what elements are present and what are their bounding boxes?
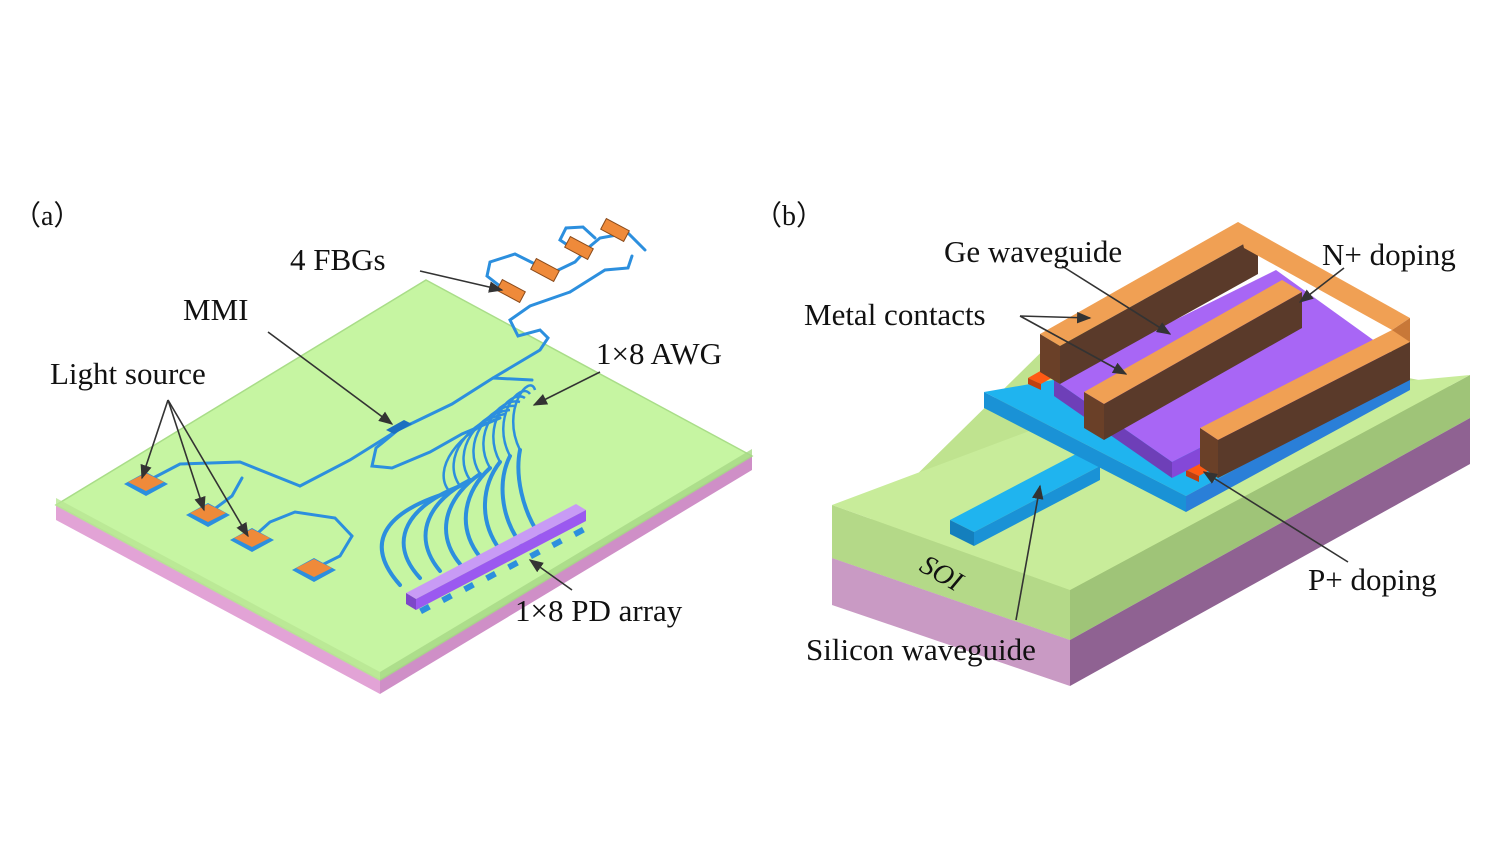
label-ge-waveguide: Ge waveguide	[944, 234, 1122, 269]
awg-waveguides	[442, 384, 537, 493]
label-mmi: MMI	[183, 292, 248, 327]
metal-contacts	[1040, 222, 1410, 478]
panel-b: （b） Ge waveguide N+ doping Metal contact…	[754, 200, 1470, 686]
light-source-pads	[124, 472, 336, 582]
panel-label-a: （a）	[13, 200, 81, 232]
light-source-pad	[124, 472, 168, 496]
fbg-block	[564, 235, 594, 261]
soi-front-overlay	[832, 505, 1070, 640]
fbg-block	[600, 217, 630, 243]
label-awg: 1×8 AWG	[596, 336, 722, 371]
fbg-blocks	[496, 217, 630, 304]
label-silicon-waveguide: Silicon waveguide	[806, 632, 1036, 667]
pd-array-bar	[406, 504, 586, 614]
callout-arrows-a	[140, 270, 601, 591]
light-source-pad	[292, 558, 336, 582]
fbg-block	[530, 257, 560, 283]
fbg-block	[496, 278, 526, 304]
panel-a: （a） 4 FBGs MMI Light source 1×8 AWG 1×8 …	[13, 200, 754, 694]
panel-label-b: （b）	[754, 200, 824, 232]
callout-arrows-b	[1015, 265, 1349, 621]
label-fbgs: 4 FBGs	[290, 242, 386, 277]
label-p-doping: P+ doping	[1308, 562, 1437, 597]
label-n-doping: N+ doping	[1322, 237, 1456, 272]
label-metal-contacts: Metal contacts	[804, 297, 986, 332]
label-light-source: Light source	[50, 356, 206, 391]
mmi-block	[386, 420, 412, 434]
label-pd-array: 1×8 PD array	[515, 593, 683, 628]
chip-substrate	[54, 279, 754, 694]
